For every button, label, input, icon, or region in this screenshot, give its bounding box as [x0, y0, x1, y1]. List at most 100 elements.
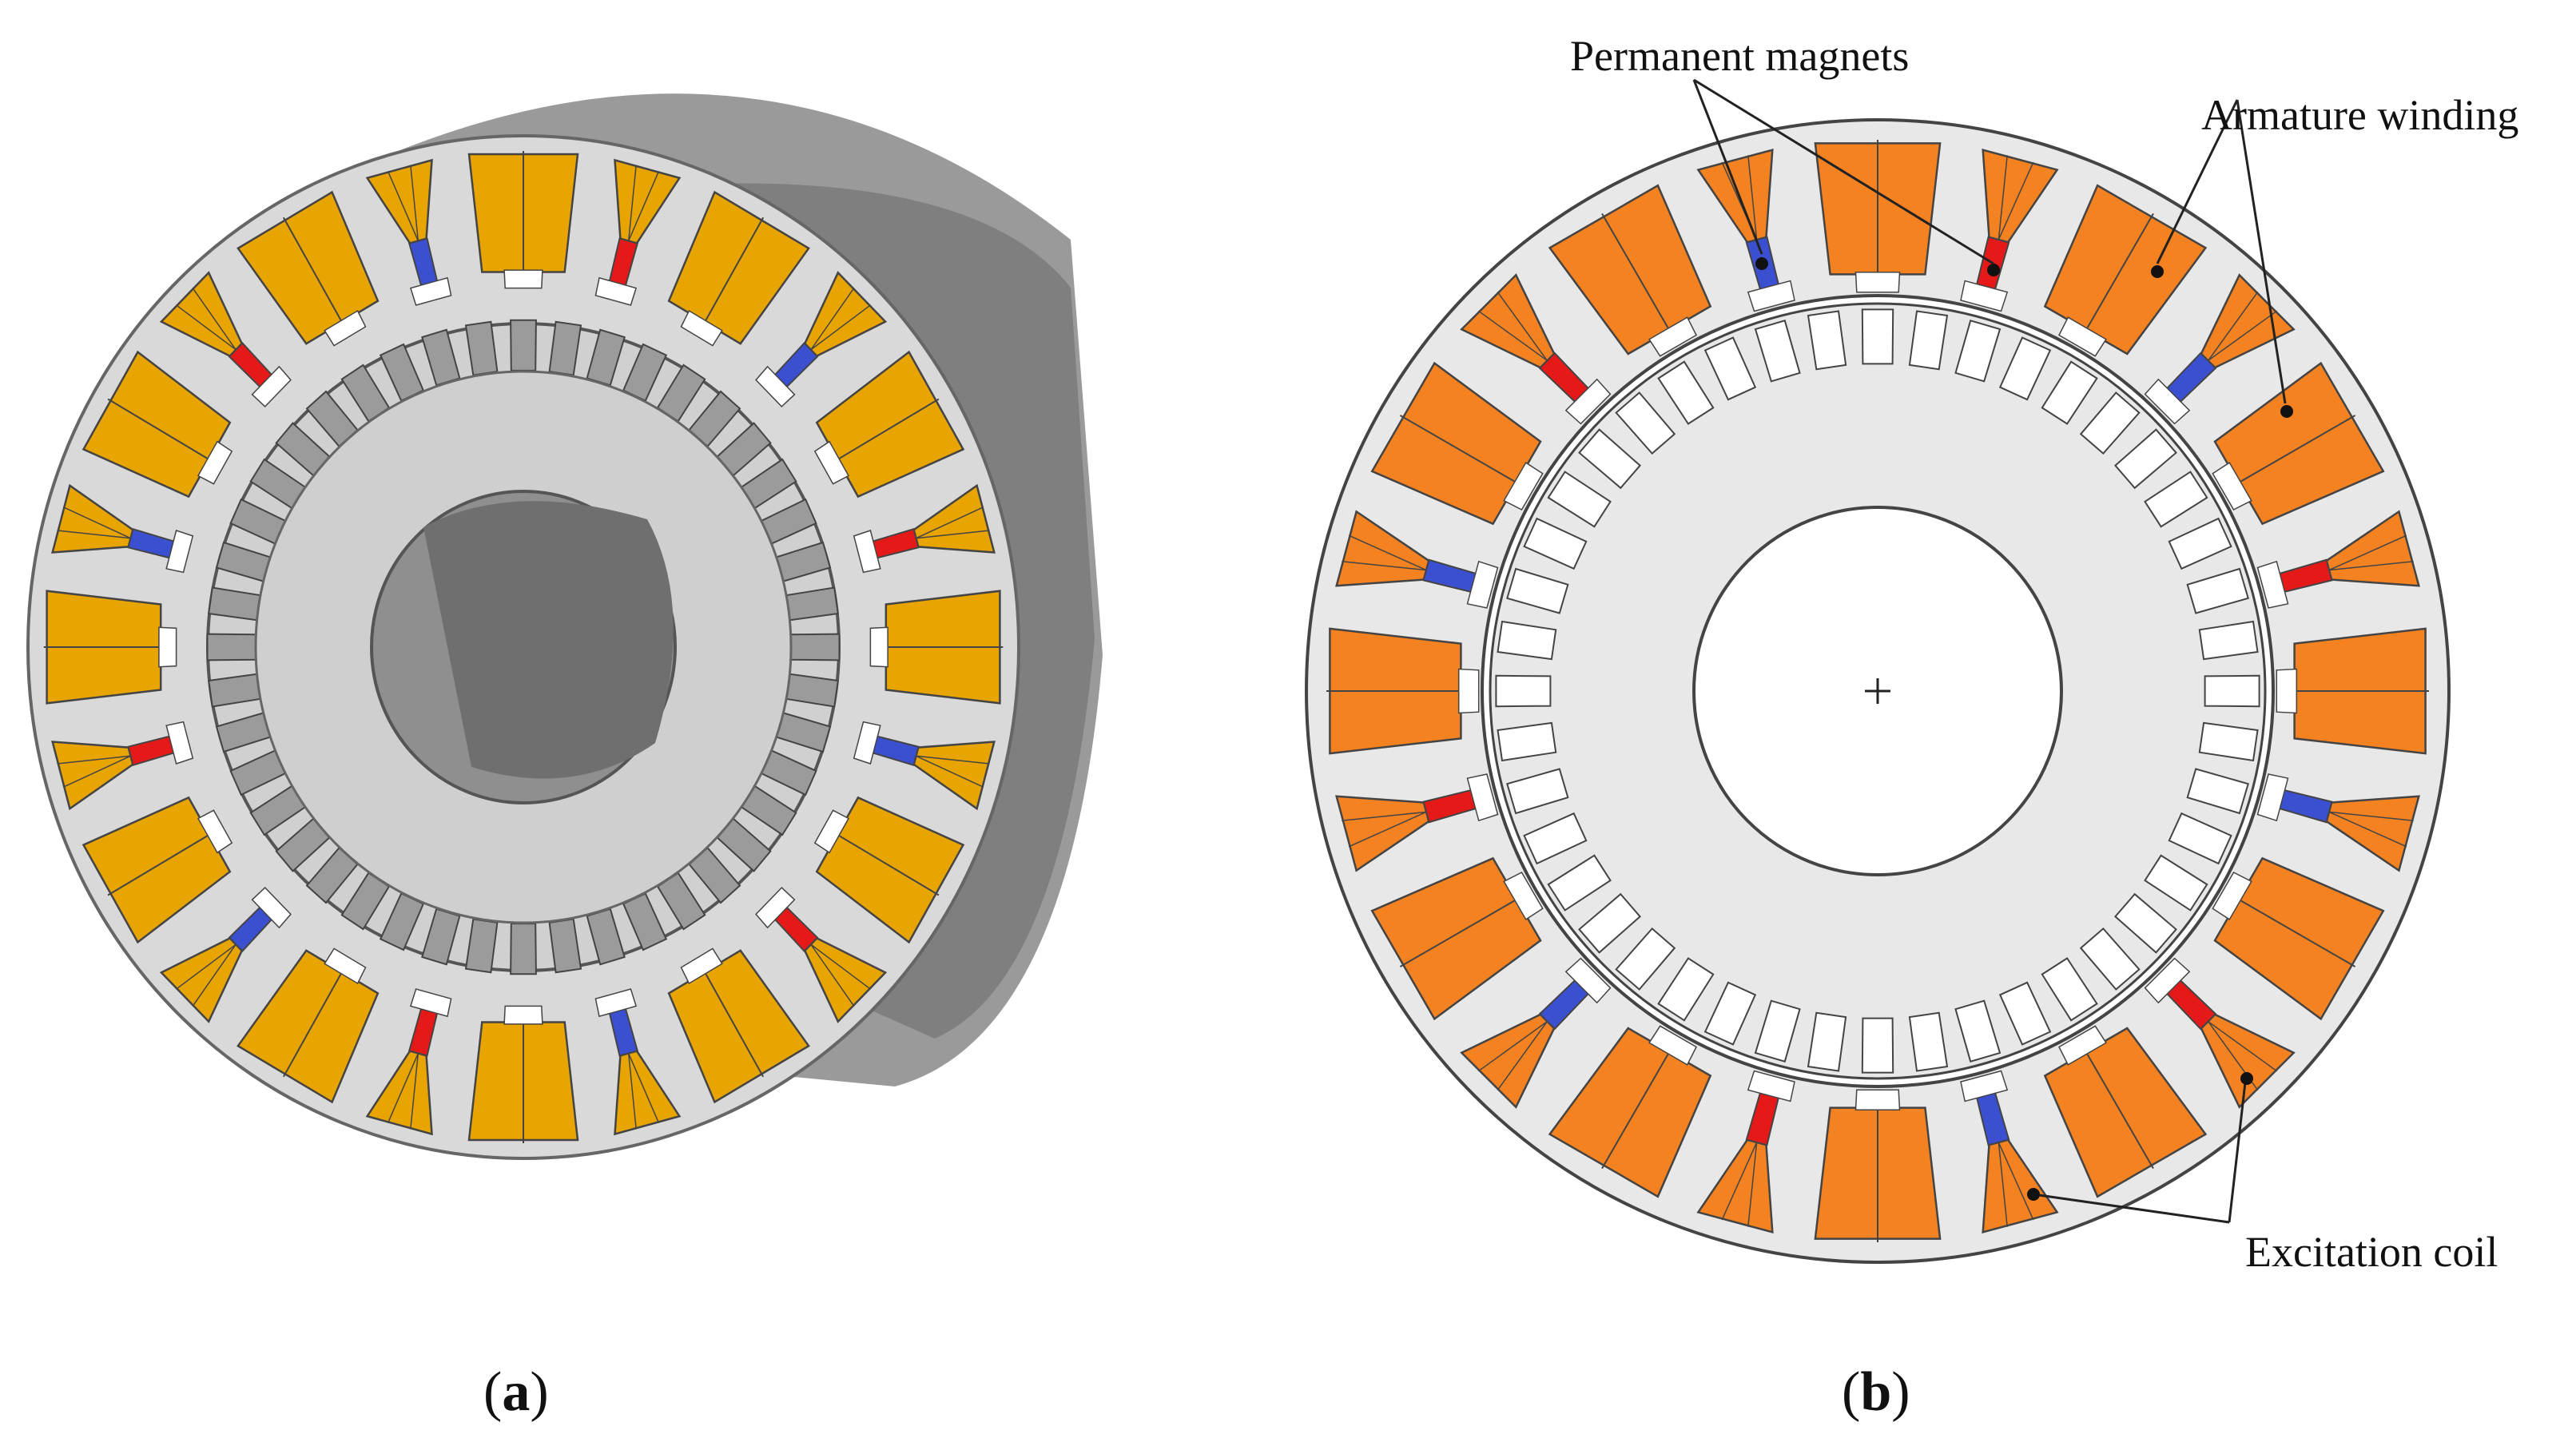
stator-slot-opening [2256, 560, 2289, 609]
rotor-tooth [2079, 927, 2141, 991]
caption-a-open: ( [483, 1361, 502, 1423]
stator-slot-opening [1854, 1089, 1901, 1111]
rotor-tooth [1657, 360, 1715, 425]
excitation-coil-line [410, 165, 419, 241]
armature-coil-divider [283, 973, 342, 1078]
stator-slot-opening [409, 276, 452, 306]
stator-slot-opening [2144, 957, 2191, 1004]
stator-slot-opening [853, 721, 881, 765]
rotor-tooth [1861, 1017, 1894, 1074]
armature-coil-divider [2086, 1054, 2154, 1170]
stator-slot-opening [1466, 560, 1499, 609]
stator-slot-opening [2144, 378, 2191, 425]
rotor-tooth [206, 633, 257, 661]
rotor-3d-teeth [206, 319, 841, 975]
excitation-coil-line [2208, 1021, 2278, 1072]
rotor-tooth [1547, 854, 1612, 912]
stator-slot-opening [165, 530, 194, 574]
excitation-coil-line [1348, 811, 1427, 848]
excitation-coil-line [1342, 811, 1426, 821]
armature-coil-divider [1399, 900, 1515, 967]
excitation-coil-line [916, 530, 990, 539]
armature-coil-divider [1601, 1054, 1669, 1170]
panel-a-3d-view [26, 93, 1103, 1160]
excitation-coil-line [916, 755, 990, 765]
excitation-coil-line [1342, 561, 1426, 571]
stator-slot-opening [1747, 1070, 1795, 1102]
stator-slot-opening [324, 309, 367, 347]
rotor-tooth [2144, 854, 2208, 912]
armature-coil-divider [2086, 213, 2154, 328]
rotor-tooth [2168, 517, 2232, 570]
rotor-tooth [1497, 721, 1557, 762]
armature-coil-divider [2240, 415, 2356, 483]
rotor-tooth [1703, 336, 1757, 401]
excitation-coil-line [2329, 811, 2414, 821]
excitation-coil-line [627, 165, 637, 241]
leader-aw-2 [2236, 99, 2287, 404]
stator-slot-opening [1854, 271, 1901, 293]
stator-slot-opening [813, 440, 850, 485]
excitation-coil-line [192, 287, 237, 351]
stator-slot-opening [165, 721, 194, 765]
shaft-hole-inner [423, 501, 674, 779]
excitation-coil-line [57, 530, 131, 539]
rotor-tooth [1578, 892, 1642, 954]
stator-slot-opening [2212, 462, 2252, 510]
stator-slot-opening [251, 887, 292, 929]
excitation-coil-line [2329, 561, 2414, 571]
stator-slot-opening [680, 309, 723, 347]
excitation-coil-line [1998, 161, 2034, 240]
rotor-tooth [510, 319, 537, 371]
rotor-tooth [1497, 620, 1557, 661]
excitation-coil-line [175, 943, 237, 990]
stator-slot-opening [755, 365, 796, 407]
rotor-tooth [1547, 471, 1612, 528]
leader-ec-2 [2228, 1082, 2247, 1223]
rotor-tooth [1754, 320, 1801, 383]
rotor-tooth [1998, 336, 2052, 401]
stator-slot-opening [2276, 668, 2298, 714]
stator-2d-slots [1326, 140, 2429, 1242]
stator-slot-opening [1747, 280, 1795, 312]
excitation-coil-line [387, 171, 419, 241]
stator-3d-teeth [43, 151, 1004, 1143]
stator-slot-opening [813, 809, 850, 854]
stator-slot-opening [594, 988, 638, 1018]
rotor-tooth [2198, 620, 2259, 661]
excitation-coil-line [628, 1053, 660, 1123]
stator-slot-opening [1503, 872, 1544, 920]
excitation-coil-line [1747, 155, 1758, 240]
excitation-coil-line [1998, 1142, 2034, 1221]
stator-slot-opening [853, 530, 881, 574]
rotor-tooth [2079, 391, 2141, 455]
excitation-coil-line [387, 1053, 419, 1123]
caption-b: (b) [1842, 1361, 1910, 1423]
rotor-tooth [1523, 517, 1588, 570]
rotor-tooth [1657, 957, 1715, 1022]
rotor-tooth [1861, 308, 1894, 365]
excitation-coil-line [627, 1053, 637, 1130]
rotor-tooth [1506, 567, 1569, 614]
armature-coil-divider [705, 973, 765, 1078]
excitation-coil-line [916, 755, 984, 788]
stator-slot-opening [755, 887, 796, 929]
leader-pm-2 [1693, 78, 1994, 265]
excitation-coil-line [810, 287, 855, 351]
stator-slot-opening [503, 269, 543, 289]
rotor-tooth [2198, 721, 2259, 762]
armature-coil-divider [107, 398, 208, 459]
excitation-coil-line [175, 304, 237, 351]
stator-slot-opening [503, 1005, 543, 1025]
stator-slot-opening [251, 365, 292, 407]
stator-slot-opening [197, 809, 233, 854]
stator-slot-opening [197, 440, 233, 485]
excitation-coil-line [1497, 1021, 1548, 1091]
excitation-coil-line [1477, 310, 1548, 361]
rotor-tooth [1615, 391, 1676, 455]
leader-dots [1755, 257, 2293, 1201]
caption-a: (a) [483, 1361, 549, 1423]
excitation-coil-line [1497, 291, 1548, 361]
stator-slot-opening [1648, 1025, 1697, 1066]
excitation-coil-line [2208, 291, 2259, 361]
